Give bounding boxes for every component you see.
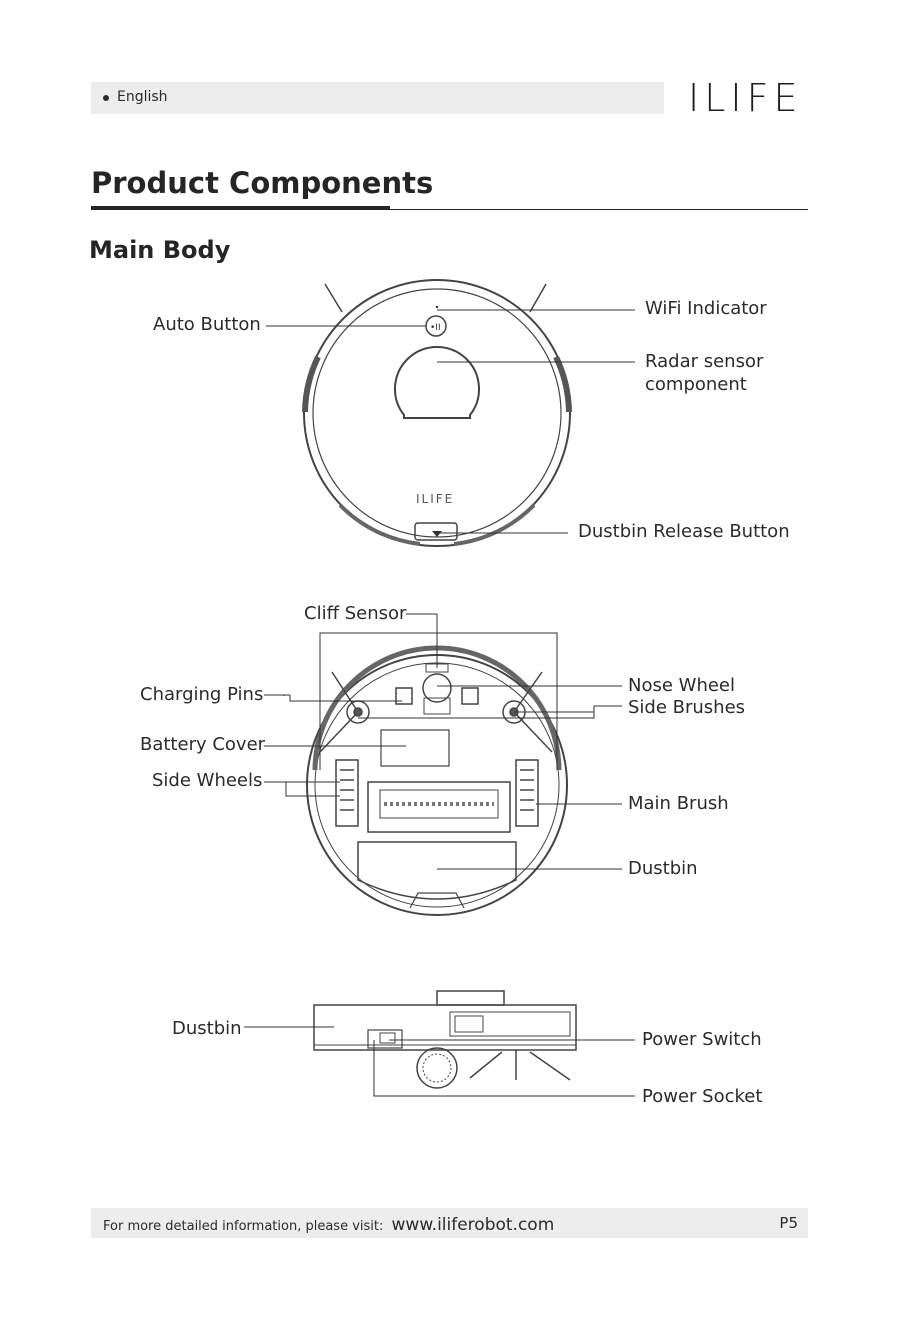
label-dustbin-side: Dustbin bbox=[172, 1018, 242, 1039]
label-dustbin-release-button: Dustbin Release Button bbox=[578, 521, 790, 542]
robot-top-view: •II bbox=[266, 279, 635, 547]
robot-top-logo: ILIFE bbox=[416, 492, 455, 506]
label-charging-pins: Charging Pins bbox=[140, 684, 264, 705]
label-radar-component: component bbox=[645, 374, 747, 395]
label-auto-button: Auto Button bbox=[153, 314, 261, 335]
svg-text:•II: •II bbox=[430, 323, 441, 333]
label-radar-sensor: Radar sensor bbox=[645, 351, 764, 372]
label-power-switch: Power Switch bbox=[642, 1029, 762, 1050]
page-number: P5 bbox=[779, 1214, 798, 1232]
language-bar: English bbox=[91, 82, 664, 114]
language-label: English bbox=[117, 89, 168, 105]
label-power-socket: Power Socket bbox=[642, 1086, 763, 1107]
title-underline bbox=[91, 206, 390, 210]
label-dustbin-bottom: Dustbin bbox=[628, 858, 698, 879]
label-side-brushes: Side Brushes bbox=[628, 697, 746, 718]
section-title: Main Body bbox=[89, 236, 231, 264]
label-main-brush: Main Brush bbox=[628, 793, 729, 814]
footer-bar: For more detailed information, please vi… bbox=[91, 1208, 808, 1238]
page-title: Product Components bbox=[91, 166, 434, 200]
footer-text: For more detailed information, please vi… bbox=[103, 1215, 554, 1235]
label-battery-cover: Battery Cover bbox=[140, 734, 266, 755]
label-wifi-indicator: WiFi Indicator bbox=[645, 298, 767, 319]
bullet-icon bbox=[103, 95, 109, 101]
label-cliff-sensor: Cliff Sensor bbox=[304, 603, 407, 624]
label-nose-wheel: Nose Wheel bbox=[628, 675, 736, 696]
label-side-wheels: Side Wheels bbox=[152, 770, 263, 791]
footer-url-link[interactable]: www.iliferobot.com bbox=[391, 1215, 555, 1235]
brand-logo: ILIFE bbox=[688, 76, 803, 120]
robot-bottom-view bbox=[264, 613, 622, 916]
title-rule bbox=[390, 209, 808, 210]
footer-note: For more detailed information, please vi… bbox=[103, 1219, 384, 1234]
dustbin-release-icon bbox=[414, 522, 458, 541]
robot-side-view bbox=[244, 990, 635, 1097]
